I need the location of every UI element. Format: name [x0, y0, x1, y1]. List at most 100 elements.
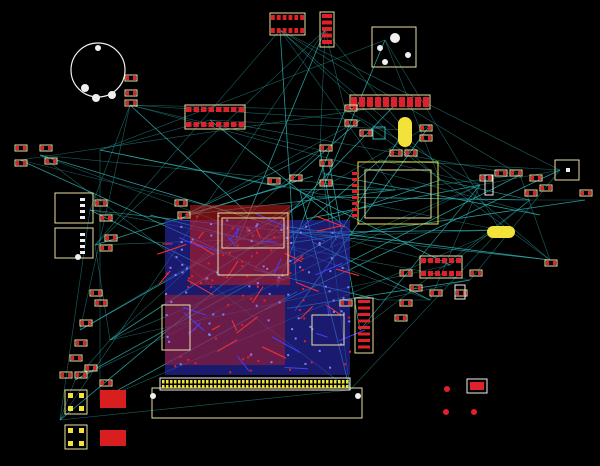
usb-port-left-upper[interactable]	[54, 192, 94, 224]
smd-passive[interactable]	[399, 269, 413, 277]
connector-top-center[interactable]	[269, 12, 306, 36]
smd-passive[interactable]	[174, 199, 188, 207]
edge-connector-bottom[interactable]	[151, 387, 363, 419]
audio-jack-top-right[interactable]	[371, 26, 417, 68]
component-footprints[interactable]	[14, 11, 593, 450]
smd-passive[interactable]	[404, 149, 418, 157]
pad	[423, 102, 429, 107]
smd-passive[interactable]	[539, 184, 553, 192]
smd-passive[interactable]	[579, 189, 593, 197]
via	[208, 333, 211, 336]
pad	[53, 159, 56, 163]
pad	[352, 172, 358, 175]
smd-passive[interactable]	[74, 339, 88, 347]
smd-passive[interactable]	[409, 284, 423, 292]
pad	[314, 385, 317, 389]
via	[174, 274, 177, 277]
ratsnest-line	[349, 229, 501, 391]
pad	[396, 316, 399, 320]
switch-bottom-left-2[interactable]	[64, 424, 88, 450]
smd-passive[interactable]	[344, 104, 358, 112]
vertical-header-top[interactable]	[319, 11, 335, 48]
smd-passive[interactable]	[79, 319, 93, 327]
pad	[407, 97, 413, 102]
smd-passive[interactable]	[469, 269, 483, 277]
ratsnest-line	[59, 209, 91, 421]
main-processor-module[interactable]	[217, 212, 289, 276]
smd-passive[interactable]	[94, 299, 108, 307]
smd-passive[interactable]	[89, 289, 103, 297]
smd-passive[interactable]	[544, 259, 558, 267]
led-bottom-right[interactable]	[466, 378, 488, 394]
smd-passive[interactable]	[69, 354, 83, 362]
smd-passive[interactable]	[124, 74, 138, 82]
via	[302, 299, 305, 302]
smd-passive[interactable]	[124, 99, 138, 107]
smd-passive[interactable]	[419, 134, 433, 142]
smd-passive[interactable]	[319, 159, 333, 167]
smd-passive[interactable]	[524, 189, 538, 197]
pad	[310, 385, 313, 389]
smd-passive[interactable]	[509, 169, 523, 177]
ic-right-middle[interactable]	[419, 255, 463, 279]
via	[204, 277, 207, 280]
pad	[266, 380, 269, 384]
via	[344, 363, 347, 366]
smd-passive[interactable]	[529, 174, 543, 182]
smd-passive[interactable]	[39, 144, 53, 152]
smd-passive[interactable]	[339, 299, 353, 307]
usb-mount-hole	[75, 254, 81, 260]
speaker-pin	[92, 94, 100, 102]
smd-passive[interactable]	[84, 364, 98, 372]
smd-passive[interactable]	[394, 314, 408, 322]
pad	[80, 210, 85, 213]
pad	[334, 385, 337, 389]
pad	[431, 291, 434, 295]
ic-upper-middle[interactable]	[184, 104, 246, 130]
smd-passive[interactable]	[99, 379, 113, 387]
smd-passive[interactable]	[494, 169, 508, 177]
smd-passive[interactable]	[94, 199, 108, 207]
smd-passive[interactable]	[289, 174, 303, 182]
smd-passive[interactable]	[419, 124, 433, 132]
pad	[322, 27, 332, 31]
smd-passive[interactable]	[319, 144, 333, 152]
usb-port-left-lower[interactable]	[54, 227, 94, 259]
smd-passive[interactable]	[399, 299, 413, 307]
crystal-right[interactable]	[398, 117, 412, 147]
smd-passive[interactable]	[99, 214, 113, 222]
smd-passive[interactable]	[319, 179, 333, 187]
smd-passive[interactable]	[124, 89, 138, 97]
smd-passive[interactable]	[104, 234, 118, 242]
header-right-vertical[interactable]	[354, 297, 374, 354]
smd-passive[interactable]	[267, 177, 281, 185]
smd-passive[interactable]	[99, 244, 113, 252]
crystal-right-lower[interactable]	[487, 226, 515, 238]
smd-passive[interactable]	[429, 289, 443, 297]
pad	[174, 380, 177, 384]
ic-row-upper-right[interactable]	[349, 94, 431, 110]
sd-card-slot-inner[interactable]	[364, 169, 432, 219]
pad	[222, 385, 225, 389]
module-shield[interactable]	[221, 217, 285, 249]
via	[180, 241, 183, 244]
round-speaker[interactable]	[70, 42, 126, 98]
switch-bottom-left-1[interactable]	[64, 389, 88, 415]
smd-passive[interactable]	[14, 159, 28, 167]
sensor-right[interactable]	[554, 159, 580, 181]
smd-passive[interactable]	[74, 371, 88, 379]
module-side-block-right[interactable]	[311, 314, 345, 346]
smd-passive[interactable]	[359, 129, 373, 137]
via	[227, 304, 230, 307]
smd-passive[interactable]	[344, 119, 358, 127]
smd-passive[interactable]	[14, 144, 28, 152]
pad	[294, 15, 299, 20]
smd-passive[interactable]	[59, 371, 73, 379]
smd-passive[interactable]	[177, 211, 191, 219]
module-side-block[interactable]	[161, 304, 191, 351]
pad	[358, 306, 370, 310]
smd-passive[interactable]	[389, 149, 403, 157]
smd-passive[interactable]	[44, 157, 58, 165]
